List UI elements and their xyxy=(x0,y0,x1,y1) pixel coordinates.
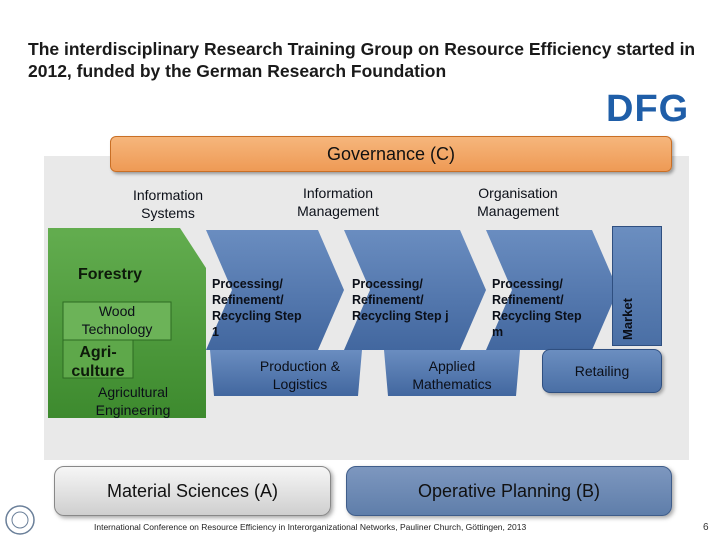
footer-text: International Conference on Resource Eff… xyxy=(94,522,527,532)
seal-outer xyxy=(5,505,35,535)
governance-bar: Governance (C) xyxy=(110,136,672,172)
material-sciences-label: Material Sciences (A) xyxy=(106,480,279,501)
seal-inner xyxy=(11,511,29,529)
slide-title: The interdisciplinary Research Training … xyxy=(28,39,696,81)
processing-step-m-label: Processing/ Refinement/ Recycling Step m xyxy=(492,277,582,339)
dfg-logo: DFG xyxy=(606,88,706,130)
dfg-logo-text: DFG xyxy=(606,90,689,124)
org-management-label: Organisation Management xyxy=(477,185,559,219)
info-management-label: Information Management xyxy=(297,185,379,219)
retailing-label: Retailing xyxy=(574,363,630,379)
agricultural-engineering-label: Agricultural Engineering xyxy=(95,384,171,418)
processing-step-1-label: Processing/ Refinement/ Recycling Step 1 xyxy=(212,277,302,339)
agriculture-label: Agri-culture xyxy=(71,344,125,380)
org-management-shape xyxy=(448,178,588,222)
applied-mathematics-label: Applied Mathematics xyxy=(412,358,492,392)
operative-planning-box: Operative Planning (B) xyxy=(346,466,672,516)
production-logistics-label: Production & Logistics xyxy=(259,358,341,392)
info-management-shape xyxy=(268,178,408,222)
operative-planning-label: Operative Planning (B) xyxy=(417,480,601,501)
material-sciences-box: Material Sciences (A) xyxy=(54,466,331,516)
page-number: 6 xyxy=(703,522,709,533)
governance-label: Governance (C) xyxy=(326,143,456,164)
agriculture-box xyxy=(62,339,134,379)
market-label: Market xyxy=(620,298,635,340)
info-systems-shape xyxy=(118,184,228,222)
processing-step-j-chevron xyxy=(344,230,486,350)
processing-step-j-label: Processing/ Refinement/ Recycling Step j xyxy=(352,277,449,323)
wood-technology-label: Wood Technology xyxy=(81,303,153,337)
applied-mathematics-shape xyxy=(384,350,520,396)
production-logistics-shape xyxy=(210,350,362,396)
retailing-box: Retailing xyxy=(542,349,662,393)
processing-step-1-chevron xyxy=(206,230,344,350)
market-bar xyxy=(612,226,662,346)
forestry-label: Forestry xyxy=(77,266,143,283)
info-systems-label: Information Systems xyxy=(132,187,204,221)
processing-step-m-chevron xyxy=(486,230,618,350)
